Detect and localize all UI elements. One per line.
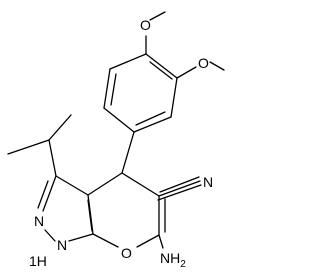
atom-oxygen-pyran: O	[121, 245, 132, 261]
atom-oxygen-methoxy-2: O	[198, 55, 209, 71]
pyran-ring	[87, 172, 166, 248]
phenyl-ring	[103, 53, 178, 133]
bond-phenyl-c4	[121, 131, 135, 174]
atom-nitrogen-pyrazole: N	[34, 213, 44, 229]
atom-oxygen-methoxy-1: O	[140, 17, 151, 33]
bond-o2-methyl	[209, 61, 225, 71]
bond-methyl-o1	[149, 11, 166, 21]
bond-ring-o2	[176, 66, 197, 79]
molecule-canvas: O O O N NH2	[7, 11, 225, 270]
atom-amino: NH2	[160, 250, 186, 270]
atom-nitrogen-nitrile: N	[203, 174, 213, 190]
chemical-structure: O O O N NH2	[7, 11, 225, 270]
nitrile-group	[157, 176, 202, 201]
isopropyl-group	[7, 114, 72, 177]
atom-nitrogen-nh: N	[57, 237, 67, 253]
atom-nh-prefix: 1H	[29, 253, 47, 269]
bond-c6-nh2	[158, 234, 164, 249]
pyrazole-ring	[37, 175, 94, 242]
